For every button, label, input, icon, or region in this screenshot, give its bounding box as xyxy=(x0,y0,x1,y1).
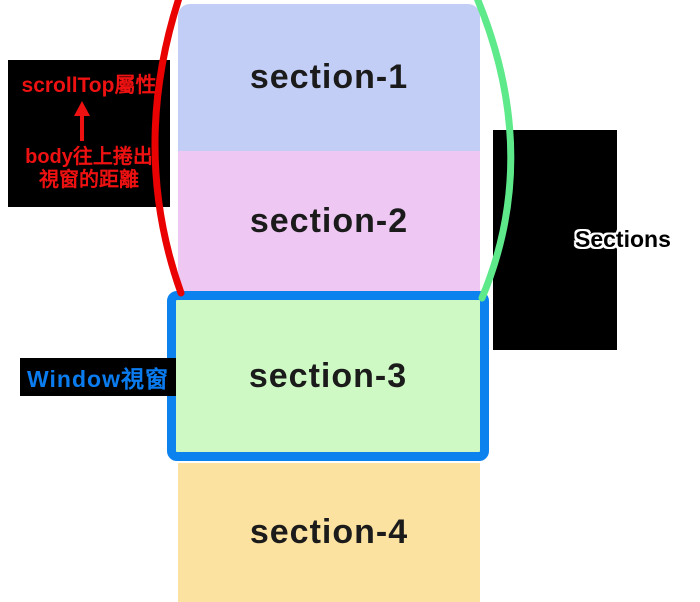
window-viewport-callout: Window視窗 xyxy=(20,358,176,396)
sections-callout-label: Sections xyxy=(575,226,671,252)
section-3-label: section-3 xyxy=(248,356,408,395)
window-viewport-box: section-3 xyxy=(167,291,489,461)
section-2-block: section-2 xyxy=(178,151,480,292)
section-2-label: section-2 xyxy=(249,202,409,240)
section-4-label: section-4 xyxy=(249,513,409,551)
scrolltop-property-text: scrollTop屬性 xyxy=(21,74,157,97)
section-1-label: section-1 xyxy=(249,58,409,96)
scrolltop-callout: scrollTop屬性 body往上捲出 視窗的距離 xyxy=(8,60,170,207)
scrolltop-desc-line1: body往上捲出 xyxy=(25,146,153,169)
scrolltop-desc-line2: 視窗的距離 xyxy=(39,169,139,192)
up-arrow-icon xyxy=(71,100,93,144)
section-4-block: section-4 xyxy=(178,463,480,602)
window-viewport-label: Window視窗 xyxy=(27,366,169,392)
section-1-block: section-1 xyxy=(178,4,480,151)
